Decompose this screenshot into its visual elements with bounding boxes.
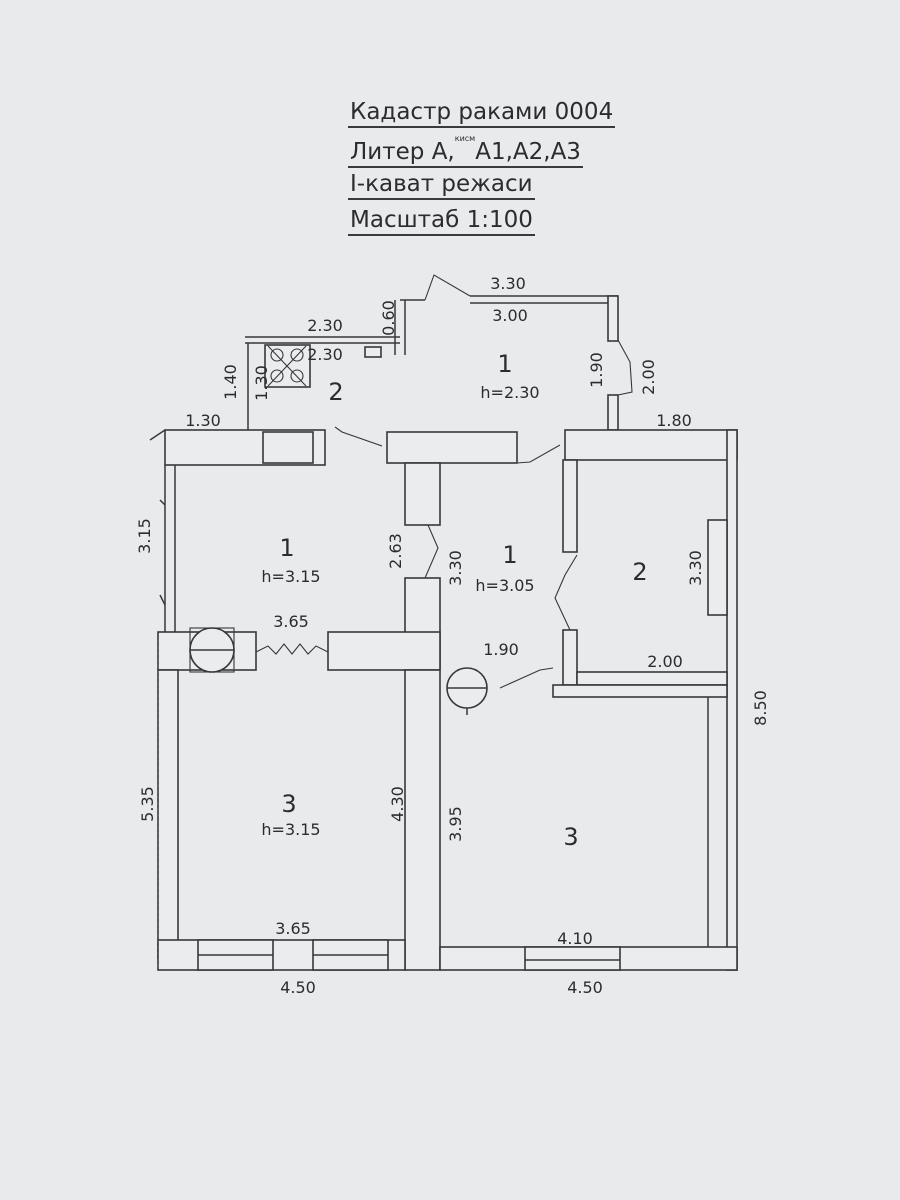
dim-0-60: 0.60: [379, 300, 398, 336]
dim-top-3-30: 3.30: [490, 274, 526, 293]
dim-3-15: 3.15: [135, 518, 154, 554]
dim-2-30-outer: 2.30: [307, 316, 343, 335]
dim-3-95: 3.95: [446, 806, 465, 842]
veranda-doors: [334, 274, 633, 447]
dim-4-50-left: 4.50: [280, 978, 316, 997]
dim-3-30-center: 3.30: [446, 550, 465, 586]
room-height-left-3: h=3.15: [261, 820, 320, 839]
dim-4-30: 4.30: [388, 786, 407, 822]
scale-line: Масштаб 1:100: [348, 202, 615, 238]
interior-doors: [255, 444, 578, 689]
veranda-walls: [245, 295, 619, 431]
dim-3-65-room: 3.65: [275, 919, 311, 938]
floor-plan-line: I-кават режаси: [348, 166, 615, 202]
stove-icon: [267, 345, 307, 387]
room-height-veranda: h=2.30: [480, 383, 539, 402]
dim-1-30-horizontal: 1.30: [185, 411, 221, 430]
room-height-center-1: h=3.05: [475, 576, 534, 595]
dim-5-35: 5.35: [138, 786, 157, 822]
room-height-left-1: h=3.15: [261, 567, 320, 586]
dim-1-90-door: 1.90: [483, 640, 519, 659]
dim-4-50-right: 4.50: [567, 978, 603, 997]
dim-2-30-inner: 2.30: [307, 345, 343, 364]
dim-3-30-right: 3.30: [686, 550, 705, 586]
room-label-right-3: 3: [563, 823, 578, 851]
dim-1-80: 1.80: [656, 411, 692, 430]
boiler-icon-left: [189, 627, 235, 673]
title-block: Кадастр раками 0004 Литер А,кисмА1,А2,А3…: [348, 94, 616, 238]
dim-2-00-vertical: 2.00: [639, 359, 658, 395]
dim-2-63: 2.63: [386, 533, 405, 569]
dim-1-40: 1.40: [221, 364, 240, 400]
cadastre-number-line: Кадастр раками 0004: [348, 94, 616, 130]
boiler-icon-right: [446, 667, 488, 715]
dim-1-90-vertical: 1.90: [587, 352, 606, 388]
main-house-walls: [149, 429, 738, 971]
room-label-left-1: 1: [279, 534, 294, 562]
room-label-left-3: 3: [281, 790, 296, 818]
dim-top-3-00: 3.00: [492, 306, 528, 325]
dim-2-00-room: 2.00: [647, 652, 683, 671]
dim-3-65-door: 3.65: [273, 612, 309, 631]
room-label-right-2: 2: [632, 558, 647, 586]
liter-line: Литер А,кисмА1,А2,А3: [348, 130, 615, 168]
dim-8-50: 8.50: [751, 690, 770, 726]
room-label-kitchen: 2: [328, 378, 343, 406]
dim-4-10: 4.10: [557, 929, 593, 948]
dim-1-30-vertical: 1.30: [252, 365, 271, 401]
room-label-center-1: 1: [502, 541, 517, 569]
room-label-veranda: 1: [497, 350, 512, 378]
